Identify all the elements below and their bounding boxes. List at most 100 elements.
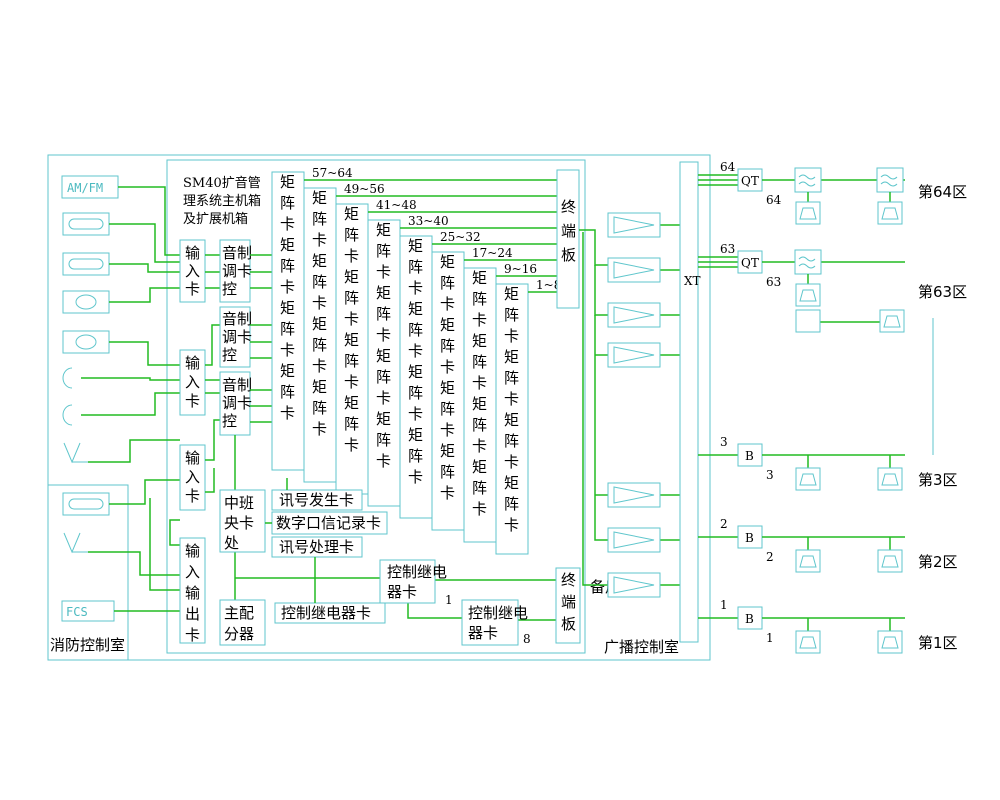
matrix-card-char: 卡 <box>312 231 327 249</box>
matrix-card: 矩阵卡 <box>408 300 423 360</box>
matrix-card-char: 矩 <box>408 237 423 255</box>
amplifier-wires <box>579 224 680 586</box>
matrix-card-char: 卡 <box>312 420 327 438</box>
xt-bus-bar <box>679 161 699 643</box>
matrix-card-char: 阵 <box>472 353 487 371</box>
matrix-card: 矩阵卡 <box>408 426 423 486</box>
zone-channel-top: 64 <box>720 160 736 174</box>
matrix-card-char: 卡 <box>472 500 487 518</box>
svg-text:控: 控 <box>222 280 237 298</box>
cd-player-2 <box>62 330 110 354</box>
host-title-line2: 理系统主机箱 <box>183 193 261 209</box>
matrix-range-3: 41~48 <box>376 198 417 212</box>
matrix-range-1: 57~64 <box>312 166 353 180</box>
speaker-2-box <box>877 630 903 654</box>
matrix-card-char: 矩 <box>408 300 423 318</box>
zone-channel-top: 1 <box>720 598 728 612</box>
matrix-range-4: 33~40 <box>408 214 449 228</box>
speaker-1-box <box>795 630 821 654</box>
matrix-column-2 <box>303 187 337 483</box>
matrix-range-7: 9~16 <box>504 262 537 276</box>
matrix-card-char: 卡 <box>472 374 487 392</box>
speaker-1-icon <box>799 207 817 220</box>
microphone-icon-1 <box>62 367 73 389</box>
matrix-card-char: 卡 <box>408 405 423 423</box>
relay-card-label: 控制继电器卡 <box>281 604 371 622</box>
signal-processor-label: 讯号处理卡 <box>279 538 354 556</box>
matrix-card-char: 阵 <box>472 416 487 434</box>
svg-text:调卡: 调卡 <box>222 328 252 346</box>
speaker-2-icon <box>881 555 899 568</box>
matrix-card-char: 矩 <box>376 410 391 428</box>
input-card-1: 输入卡 <box>179 239 206 303</box>
microphone-icon-2 <box>62 404 73 426</box>
svg-text:控: 控 <box>222 412 237 430</box>
matrix-card-char: 卡 <box>440 484 455 502</box>
svg-text:卡: 卡 <box>185 280 200 298</box>
matrix-card: 矩阵卡 <box>280 362 295 422</box>
svg-text:终: 终 <box>561 571 576 589</box>
amplifier-2 <box>607 257 661 283</box>
matrix-card-char: 阵 <box>408 258 423 276</box>
matrix-card: 矩阵卡 <box>312 252 327 312</box>
zone-channel-bottom: 1 <box>766 631 774 645</box>
matrix-card-char: 阵 <box>408 384 423 402</box>
input-to-audio-wires <box>205 254 220 493</box>
matrix-card-char: 矩 <box>504 411 519 429</box>
zone-channel-top: 3 <box>720 435 728 449</box>
svg-text:调卡: 调卡 <box>222 394 252 412</box>
signal-processor-card <box>271 536 363 558</box>
matrix-card-char: 阵 <box>344 289 359 307</box>
matrix-card: 矩阵卡 <box>344 205 359 265</box>
relay-card-box <box>274 602 386 624</box>
svg-text:控: 控 <box>222 346 237 364</box>
matrix-card: 矩阵卡 <box>472 395 487 455</box>
matrix-card-char: 矩 <box>280 299 295 317</box>
svg-text:板: 板 <box>561 246 576 264</box>
svg-text:端: 端 <box>561 593 576 611</box>
zone-switch-label: B <box>745 449 754 463</box>
matrix-card-char: 卡 <box>376 389 391 407</box>
speaker-2-box <box>877 549 903 573</box>
matrix-range-8: 1~8 <box>536 278 561 292</box>
matrix-card-char: 矩 <box>440 379 455 397</box>
speaker-2-icon <box>881 207 899 220</box>
matrix-card: 矩阵卡 <box>440 316 455 376</box>
terminal-board-standby: 终端板 <box>555 567 581 644</box>
matrix-card-char: 矩 <box>280 173 295 191</box>
svg-text:器卡: 器卡 <box>468 624 498 642</box>
matrix-card: 矩阵卡 <box>344 268 359 328</box>
matrix-card: 矩阵卡 <box>280 173 295 233</box>
matrix-card-char: 阵 <box>408 321 423 339</box>
terminal-board-main: 终端板 <box>556 169 580 309</box>
headset-mic-icon-2 <box>63 532 88 554</box>
bottom-bus-wires <box>235 478 556 621</box>
zone-channel-bottom: 64 <box>766 193 782 207</box>
matrix-card-char: 卡 <box>440 358 455 376</box>
svg-text:控制继电: 控制继电 <box>387 563 447 581</box>
matrix-card-char: 卡 <box>344 310 359 328</box>
svg-text:调卡: 调卡 <box>222 262 252 280</box>
svg-text:板: 板 <box>561 615 576 633</box>
matrix-card-char: 矩 <box>376 347 391 365</box>
svg-text:输: 输 <box>185 542 200 560</box>
matrix-card-char: 矩 <box>312 378 327 396</box>
matrix-card-char: 卡 <box>376 263 391 281</box>
matrix-card-char: 阵 <box>312 273 327 291</box>
matrix-card-char: 阵 <box>408 447 423 465</box>
speaker-1-box <box>795 467 821 491</box>
matrix-card-char: 卡 <box>280 404 295 422</box>
matrix-card-char: 阵 <box>504 369 519 387</box>
matrix-card-char: 阵 <box>312 210 327 228</box>
svg-text:输: 输 <box>185 354 200 372</box>
matrix-card-char: 矩 <box>472 269 487 287</box>
matrix-card-char: 矩 <box>312 189 327 207</box>
relay-control-card-1: 控制继电器卡 <box>379 559 447 604</box>
matrix-card: 矩阵卡 <box>472 269 487 329</box>
svg-text:处: 处 <box>224 534 239 552</box>
